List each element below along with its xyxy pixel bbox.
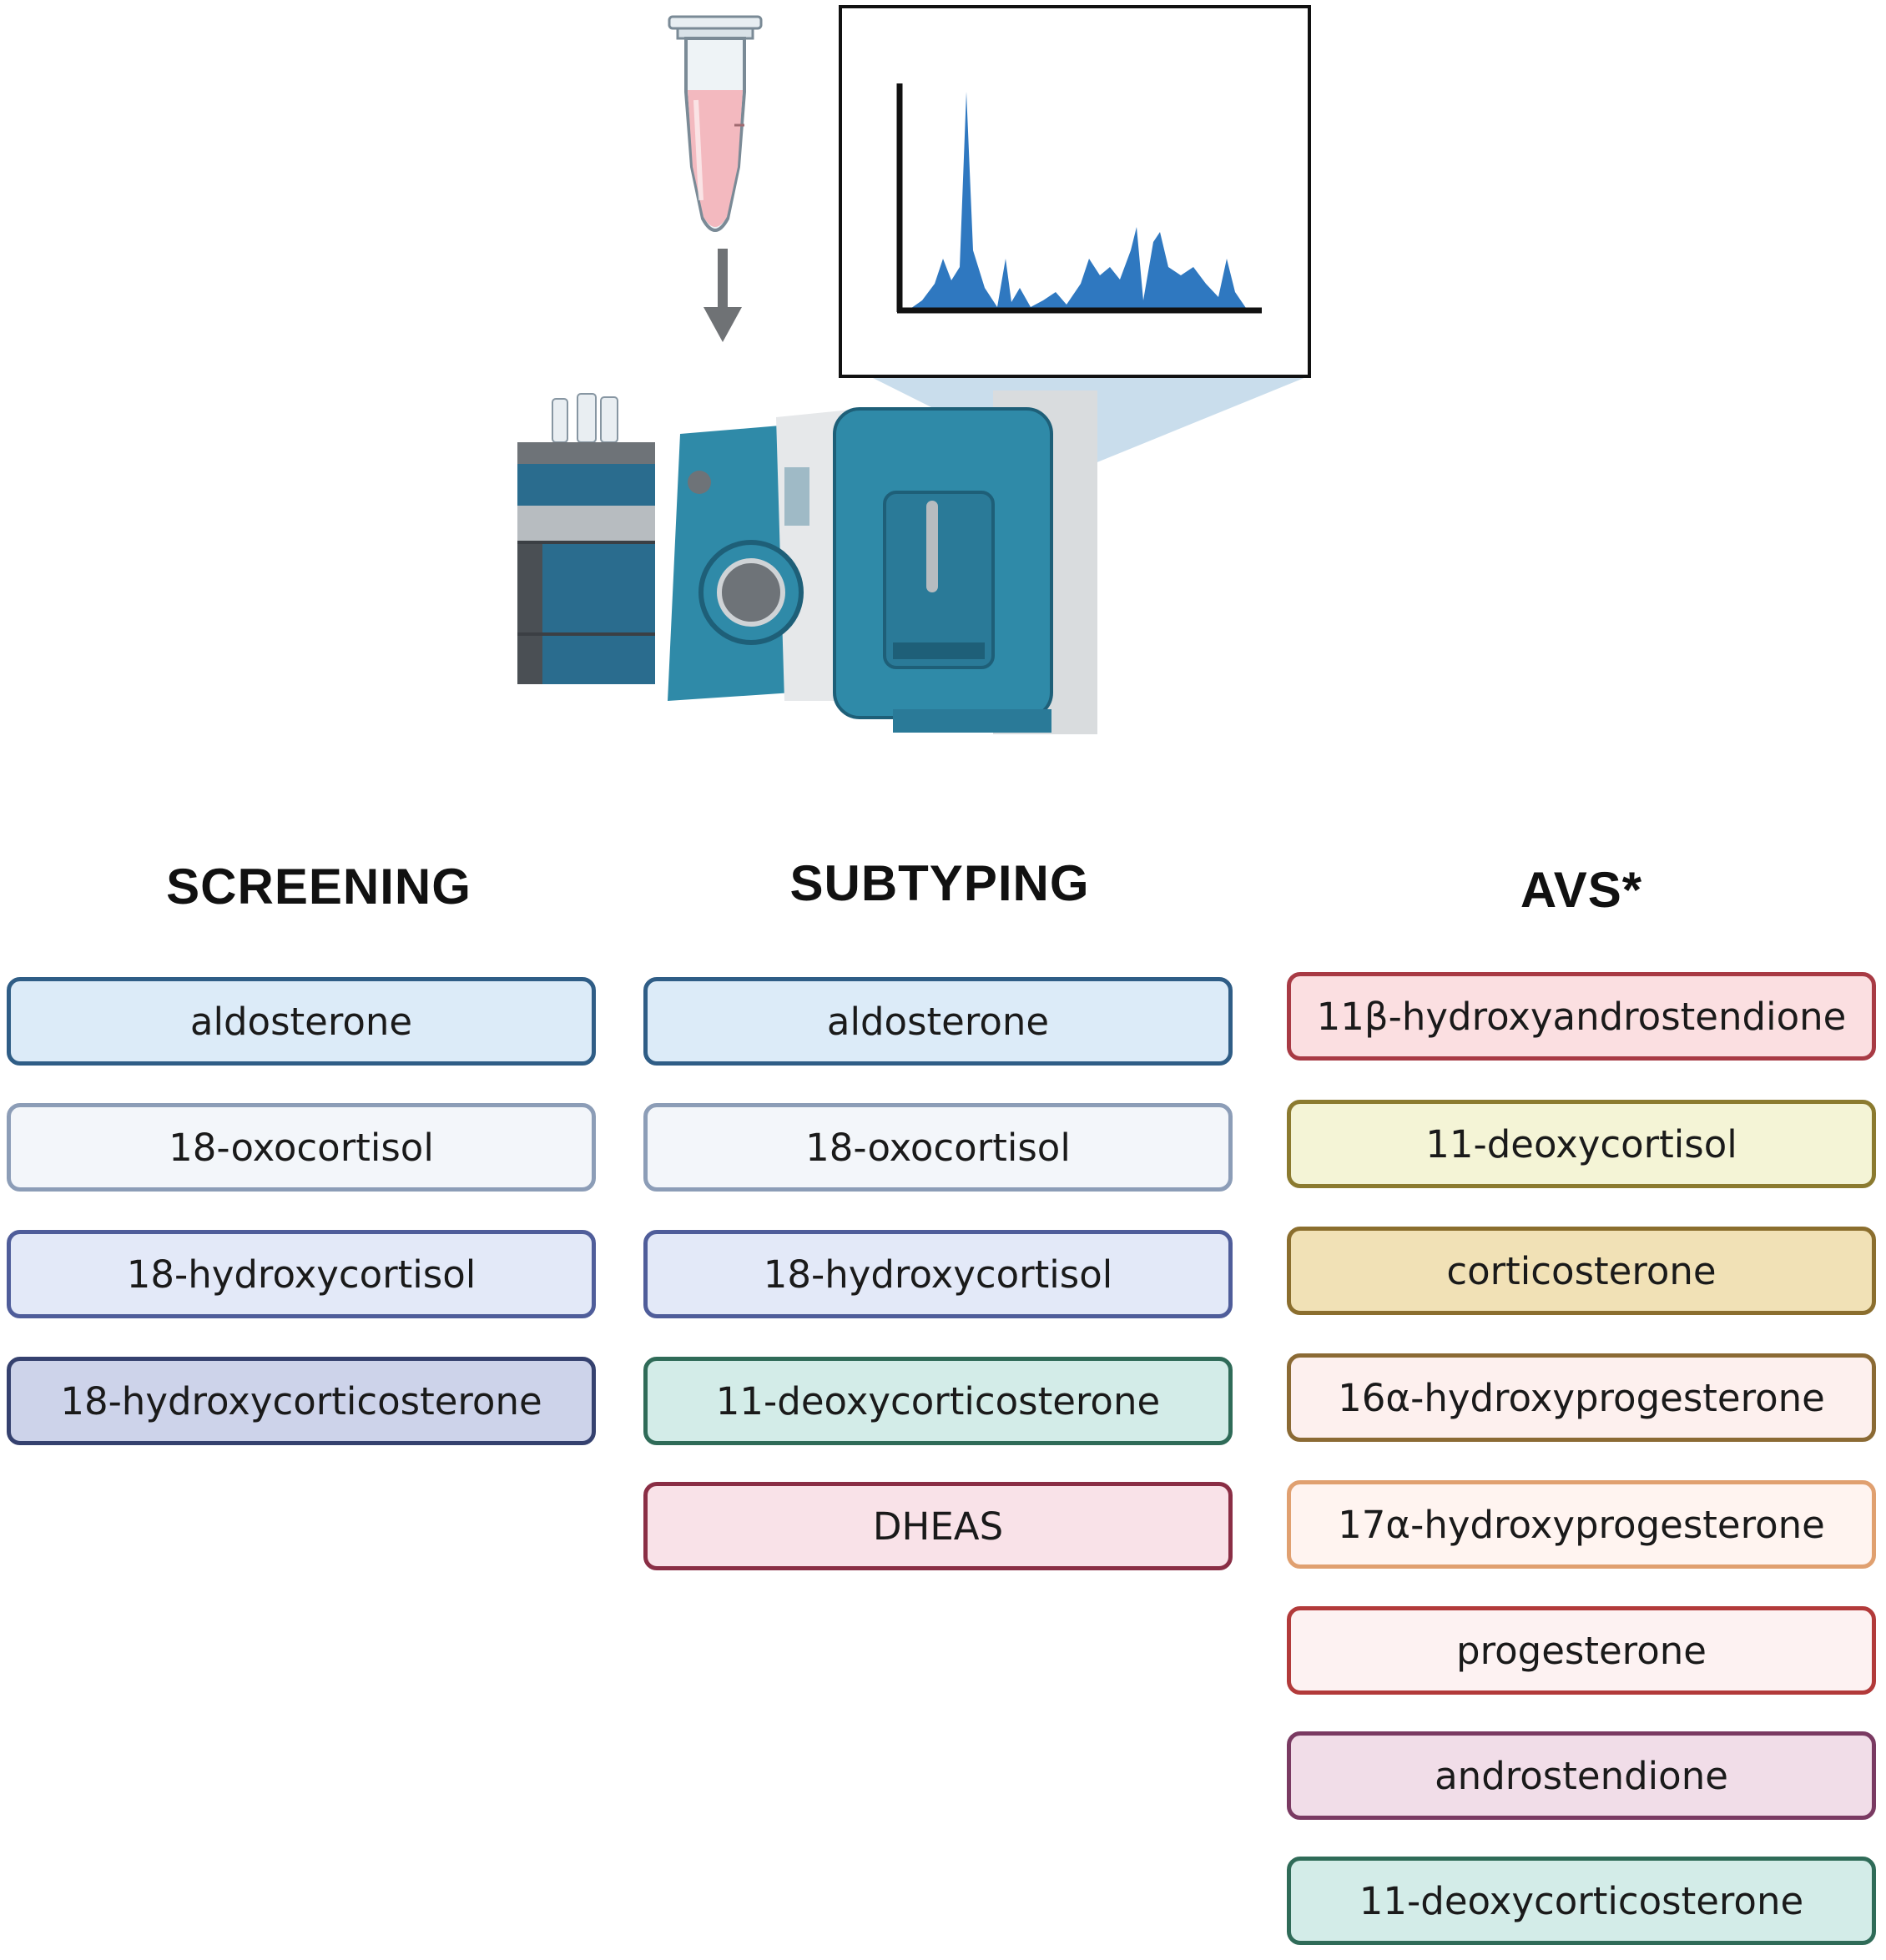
lc-stack-icon [517, 393, 655, 684]
avs-item: 11β-hydroxyandrostendione [1287, 972, 1876, 1061]
chromatogram-icon [839, 5, 1311, 378]
arrow-down-icon [703, 249, 742, 342]
avs-item: 11-deoxycorticosterone [1287, 1857, 1876, 1945]
column-title-screening: SCREENING [166, 859, 472, 914]
avs-item: androstendione [1287, 1731, 1876, 1820]
column-title-avs: AVS* [1520, 862, 1643, 918]
screening-item: 18-oxocortisol [7, 1103, 596, 1192]
subtyping-item: DHEAS [643, 1482, 1233, 1570]
subtyping-item: 11-deoxycorticosterone [643, 1357, 1233, 1445]
lc-ms-instrument-icon [668, 390, 1097, 734]
avs-item: 16α-hydroxyprogesterone [1287, 1353, 1876, 1442]
avs-item: 11-deoxycortisol [1287, 1100, 1876, 1188]
screening-item: aldosterone [7, 977, 596, 1066]
avs-item: corticosterone [1287, 1227, 1876, 1315]
screening-item: 18-hydroxycorticosterone [7, 1357, 596, 1445]
avs-item: 17α-hydroxyprogesterone [1287, 1480, 1876, 1569]
lc-ms-workflow-illustration [517, 5, 1311, 734]
column-title-subtyping: SUBTYPING [789, 855, 1090, 911]
subtyping-item: aldosterone [643, 977, 1233, 1066]
avs-item: progesterone [1287, 1606, 1876, 1695]
microcentrifuge-tube-icon [668, 15, 763, 232]
subtyping-item: 18-oxocortisol [643, 1103, 1233, 1192]
screening-item: 18-hydroxycortisol [7, 1230, 596, 1318]
subtyping-item: 18-hydroxycortisol [643, 1230, 1233, 1318]
